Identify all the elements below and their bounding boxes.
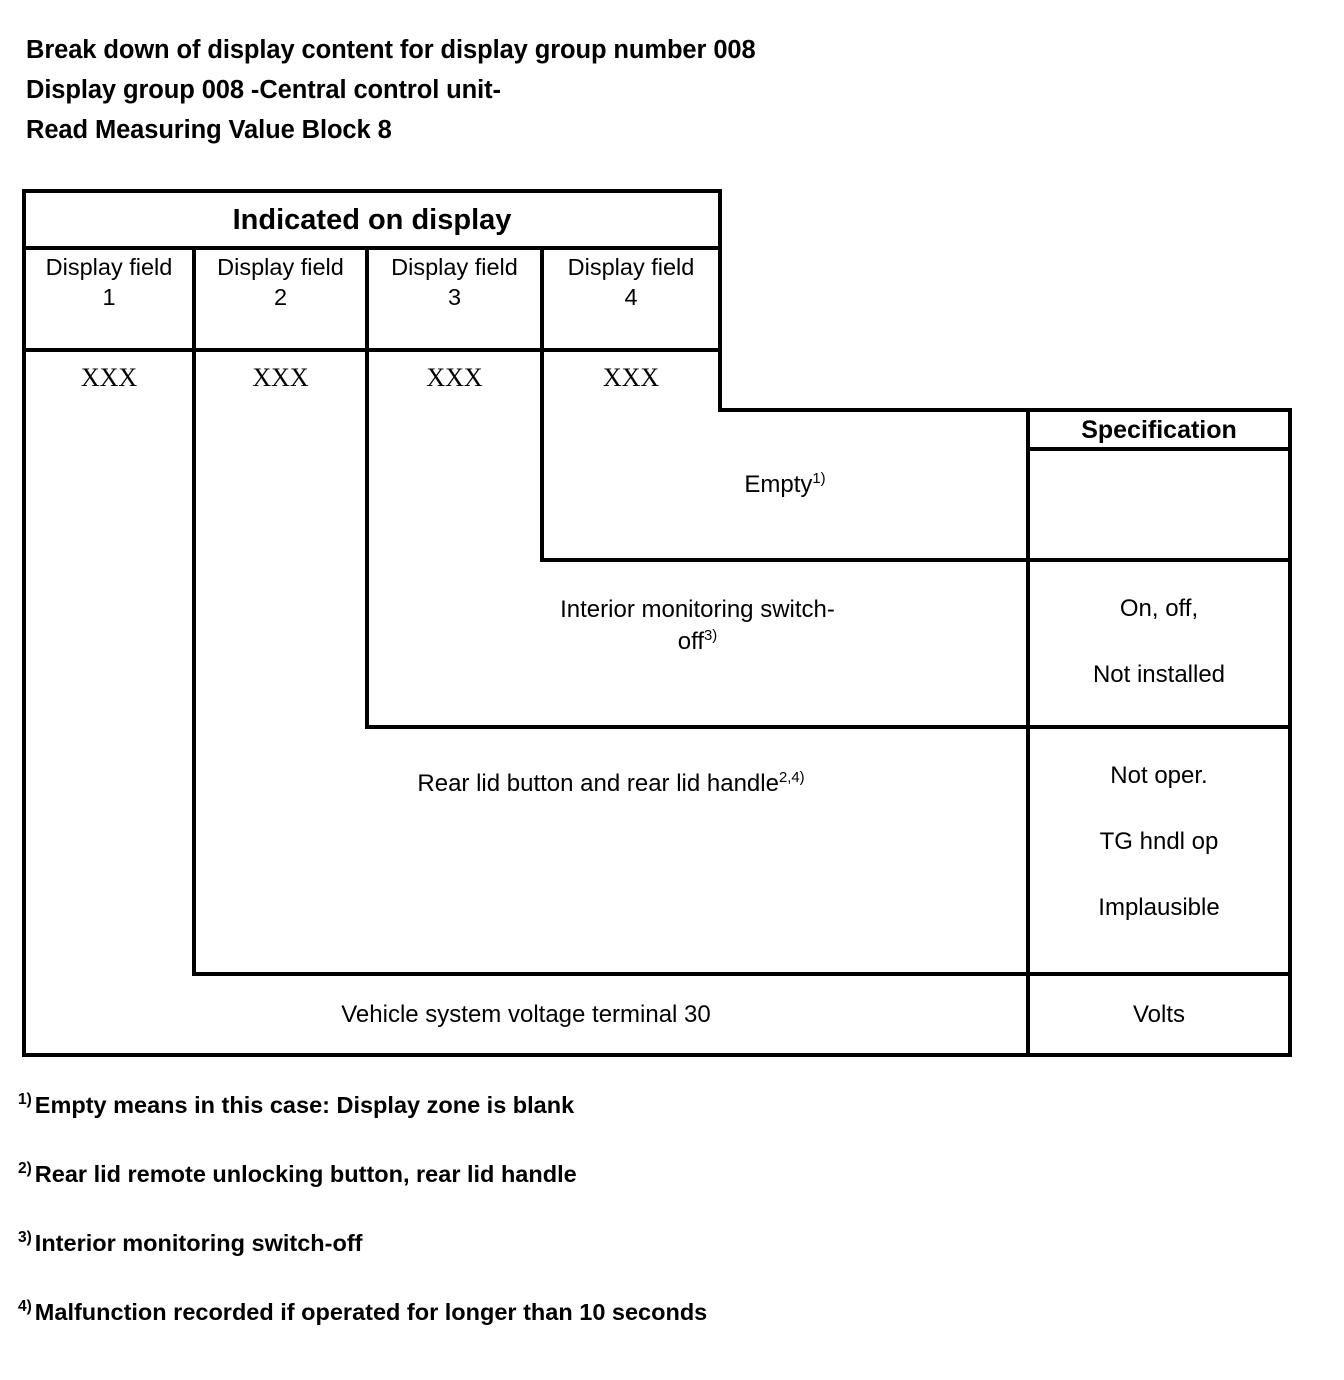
footnote-4-marker: 4) (18, 1298, 32, 1316)
display-field-4-value: XXX (602, 363, 660, 392)
rule-under-indicated-header (22, 246, 722, 250)
row-interior-monitoring-name: Interior monitoring switch-off3) (560, 596, 835, 655)
rule-under-field-labels (22, 348, 722, 352)
heading-line-3: Read Measuring Value Block 8 (26, 116, 392, 144)
footnote-3: 3)Interior monitoring switch-off (18, 1228, 1298, 1258)
rule-col3-col4 (540, 246, 544, 562)
rule-under-rear-lid-row (192, 972, 1292, 976)
heading-line-1: Break down of display content for displa… (26, 36, 756, 64)
rule-under-empty-row (540, 558, 1292, 562)
heading-line-2: Display group 008 -Central control unit- (26, 76, 501, 104)
specification-header: Specification (1081, 415, 1237, 444)
row-empty-specification (1030, 451, 1288, 558)
display-field-1-value: XXX (80, 363, 138, 392)
row-rear-lid-specification: Not oper. TG hndl op Implausible (1098, 762, 1220, 921)
footnote-1-marker: 1) (18, 1091, 32, 1109)
rule-under-specification-header (1026, 447, 1292, 451)
rule-col2-col3 (365, 246, 369, 729)
footnote-2: 2)Rear lid remote unlocking button, rear… (18, 1159, 1298, 1189)
footnotes-list: 1)Empty means in this case: Display zone… (18, 1090, 1298, 1366)
rule-specification-left-edge (1026, 408, 1030, 1057)
footnote-4: 4)Malfunction recorded if operated for l… (18, 1297, 1298, 1327)
rule-right-edge (1288, 408, 1292, 1057)
display-field-3-value: XXX (426, 363, 483, 392)
rule-step-empty-top (718, 408, 1292, 412)
rule-table-bottom (22, 1053, 1292, 1057)
row-rear-lid-name: Rear lid button and rear lid handle2,4) (417, 770, 805, 797)
footnote-2-text: Rear lid remote unlocking button, rear l… (34, 1161, 577, 1187)
footnote-4-text: Malfunction recorded if operated for lon… (34, 1299, 708, 1325)
rule-left-edge (22, 189, 26, 1057)
footnote-1-text: Empty means in this case: Display zone i… (34, 1092, 575, 1118)
footnote-3-marker: 3) (18, 1229, 32, 1247)
rule-col1-col2 (192, 246, 196, 976)
display-field-2-value: XXX (252, 363, 309, 392)
row-vehicle-voltage-specification: Volts (1132, 1000, 1186, 1028)
footnote-1: 1)Empty means in this case: Display zone… (18, 1090, 1298, 1120)
row-interior-monitoring-specification: On, off, Not installed (1092, 595, 1226, 688)
rule-under-interior-monitoring-row (365, 725, 1292, 729)
row-vehicle-voltage-name: Vehicle system voltage terminal 30 (341, 1000, 711, 1028)
row-empty-name: Empty1) (744, 471, 826, 498)
footnote-3-text: Interior monitoring switch-off (34, 1230, 363, 1256)
footnote-2-marker: 2) (18, 1160, 32, 1178)
rule-table-top (22, 189, 722, 193)
document-heading: Break down of display content for displa… (26, 30, 1226, 150)
rule-field4-right-edge (718, 189, 722, 412)
indicated-on-display-header: Indicated on display (232, 203, 512, 236)
